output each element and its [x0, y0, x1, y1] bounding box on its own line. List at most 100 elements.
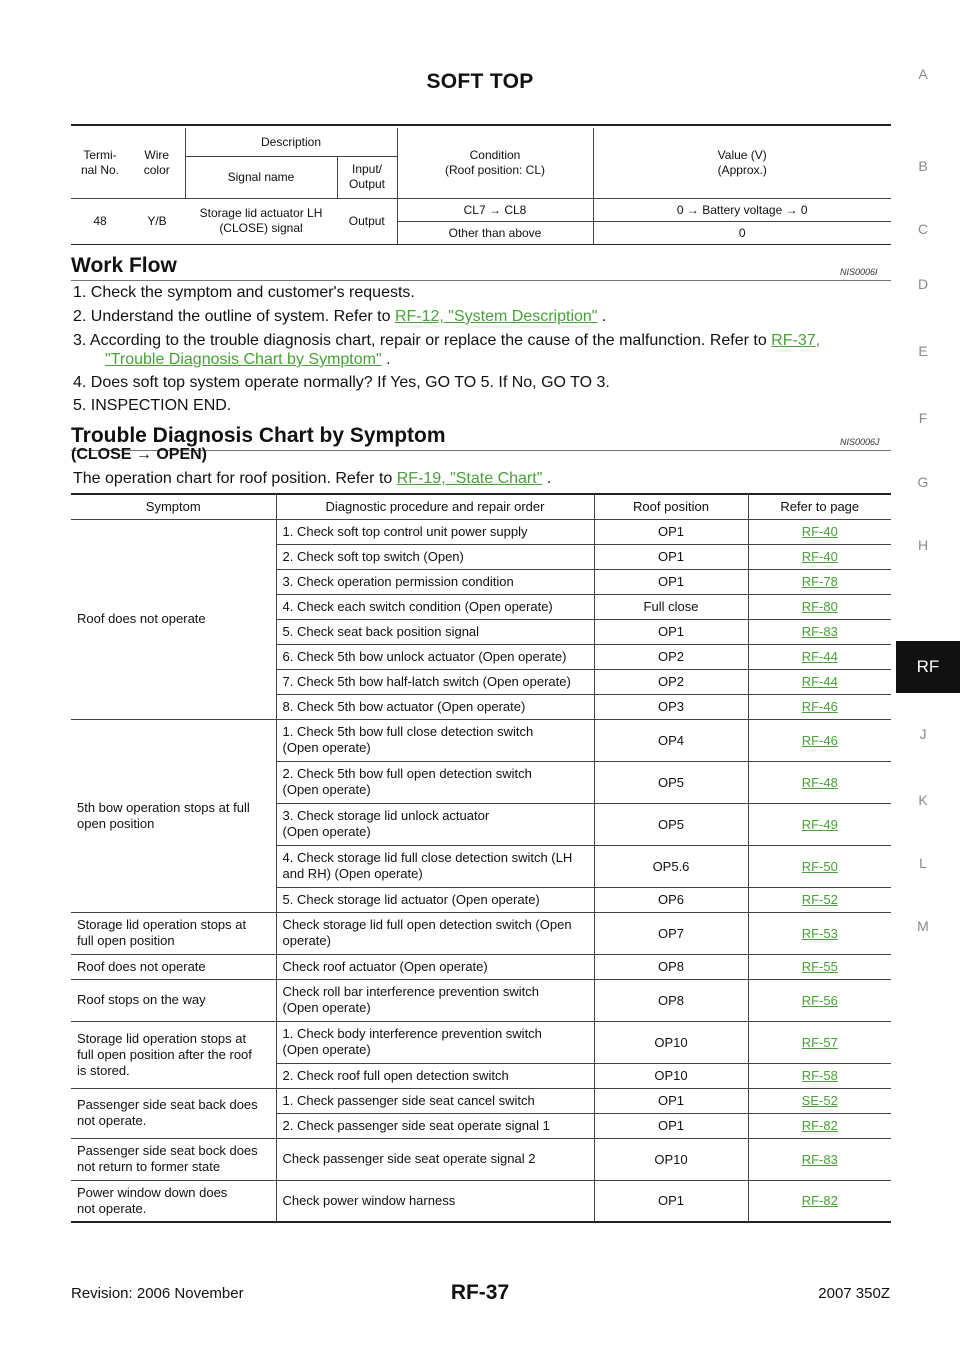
work-flow-step: 3. According to the trouble diagnosis ch… — [73, 331, 903, 369]
roof-position-cell: OP3 — [594, 694, 749, 720]
procedure-cell: Check roll bar interference prevention s… — [276, 979, 595, 1022]
roof-position-cell: OP2 — [594, 644, 749, 670]
procedure-cell: 3. Check operation permission condition — [276, 569, 595, 595]
table-row: 3. Check storage lid unlock actuator (Op… — [71, 803, 891, 846]
roof-position-cell: OP1 — [594, 1113, 749, 1139]
roof-position-cell: OP1 — [594, 544, 749, 570]
value-header: Value (V) (Approx.) — [593, 128, 891, 199]
chart-section-code: NIS0006J — [840, 437, 880, 447]
step-text-end: . — [597, 308, 607, 325]
terminal-table-top-rule — [71, 124, 891, 126]
roof-position-cell: OP4 — [594, 719, 749, 762]
roof-position-cell: OP5 — [594, 761, 749, 804]
symptom-cell: Storage lid operation stops at full open… — [71, 1021, 277, 1089]
refer-page-cell: RF-46 — [748, 719, 891, 762]
refer-page-link[interactable]: RF-50 — [801, 858, 838, 874]
condition-cell: Other than above — [397, 221, 594, 245]
refer-page-link[interactable]: RF-82 — [801, 1118, 838, 1133]
refer-page-link[interactable]: RF-52 — [801, 892, 838, 907]
refer-page-cell: RF-48 — [748, 761, 891, 804]
refer-page-link[interactable]: RF-57 — [801, 1034, 838, 1050]
refer-page-link[interactable]: RF-80 — [801, 599, 838, 614]
refer-page-link[interactable]: RF-46 — [801, 699, 838, 714]
table-row: 2. Check 5th bow full open detection swi… — [71, 761, 891, 804]
side-index-letter-a[interactable]: A — [918, 66, 928, 82]
refer-page-link[interactable]: RF-82 — [801, 1193, 838, 1209]
table-row: Storage lid operation stops at full open… — [71, 912, 891, 955]
refer-page-link[interactable]: RF-56 — [801, 992, 838, 1008]
wire-color: Y/B — [129, 198, 185, 245]
refer-page-link[interactable]: RF-53 — [801, 925, 838, 941]
trouble-diagnosis-chart-link[interactable]: "Trouble Diagnosis Chart by Symptom" — [105, 351, 382, 368]
side-index-letter-c[interactable]: C — [917, 221, 929, 237]
refer-page-link[interactable]: RF-49 — [801, 816, 838, 832]
procedure-cell: 1. Check body interference prevention sw… — [276, 1021, 595, 1064]
step-text: 5. INSPECTION END. — [73, 397, 232, 414]
side-index-letter-g[interactable]: G — [917, 474, 929, 490]
refer-page-cell: RF-80 — [748, 594, 891, 620]
footer-revision: Revision: 2006 November — [71, 1285, 244, 1302]
state-chart-link[interactable]: RF-19, "State Chart" — [396, 470, 543, 487]
refer-page-link[interactable]: RF-58 — [801, 1068, 838, 1083]
procedure-cell: 5. Check storage lid actuator (Open oper… — [276, 887, 595, 913]
signal-name-header: Signal name — [184, 156, 338, 199]
chart-section-subheading: (CLOSE → OPEN) — [71, 446, 208, 463]
refer-page-link[interactable]: RF-83 — [801, 1151, 838, 1167]
side-index-letter-k[interactable]: K — [918, 792, 928, 808]
rf-37-link[interactable]: RF-37, — [771, 332, 821, 349]
symptom-cell: Storage lid operation stops at full open… — [71, 912, 277, 955]
table-row: 2. Check roof full open detection switch… — [71, 1063, 891, 1089]
refer-page-link[interactable]: RF-40 — [801, 549, 838, 564]
refer-page-cell: RF-56 — [748, 979, 891, 1022]
refer-page-cell: RF-46 — [748, 694, 891, 720]
procedure-cell: 2. Check 5th bow full open detection swi… — [276, 761, 595, 804]
procedure-cell: 3. Check storage lid unlock actuator (Op… — [276, 803, 595, 846]
side-index-letter-h[interactable]: H — [917, 537, 929, 553]
roof-position-cell: OP8 — [594, 954, 749, 980]
footer-page-number: RF-37 — [450, 1281, 510, 1304]
side-index-letter-d[interactable]: D — [917, 276, 929, 292]
refer-page-link[interactable]: SE-52 — [801, 1093, 838, 1108]
symptom-table: Symptom Diagnostic procedure and repair … — [71, 495, 891, 1223]
table-row: Passenger side seat back does not operat… — [71, 1088, 891, 1139]
table-row: 8. Check 5th bow actuator (Open operate)… — [71, 694, 891, 720]
refer-page-link[interactable]: RF-83 — [801, 624, 838, 639]
refer-page-link[interactable]: RF-40 — [801, 524, 838, 539]
roof-position-cell: OP1 — [594, 519, 749, 545]
procedure-cell: 1. Check soft top control unit power sup… — [276, 519, 595, 545]
side-index-letter-l[interactable]: L — [919, 855, 927, 871]
terminal-header: Termi- nal No. — [71, 128, 129, 199]
chart-section-rule — [71, 450, 891, 451]
refer-page-link[interactable]: RF-55 — [801, 959, 838, 974]
refer-page-cell: RF-49 — [748, 803, 891, 846]
work-flow-rule — [71, 280, 891, 281]
step-text: 4. Does soft top system operate normally… — [73, 374, 610, 391]
side-index-letter-e[interactable]: E — [918, 343, 928, 359]
side-index-letter-j[interactable]: J — [919, 726, 927, 742]
table-row: Storage lid operation stops at full open… — [71, 1021, 891, 1089]
refer-page-link[interactable]: RF-44 — [801, 649, 838, 664]
refer-page-cell: RF-83 — [748, 619, 891, 645]
refer-page-cell: RF-55 — [748, 954, 891, 980]
side-index-letter-f[interactable]: F — [918, 410, 928, 426]
refer-page-link[interactable]: RF-78 — [801, 574, 838, 589]
symptom-cell: Power window down does not operate. — [71, 1180, 277, 1223]
refer-page-link[interactable]: RF-46 — [801, 732, 838, 748]
table-header-row: Symptom Diagnostic procedure and repair … — [71, 495, 891, 520]
roof-position-cell: OP2 — [594, 669, 749, 695]
refer-page-link[interactable]: RF-44 — [801, 674, 838, 689]
step-text-end: . — [381, 351, 391, 368]
side-index-active-tab[interactable]: RF — [896, 641, 960, 693]
procedure-cell: 2. Check passenger side seat operate sig… — [276, 1113, 595, 1139]
work-flow-step: 2. Understand the outline of system. Ref… — [73, 308, 606, 326]
description-header: Description — [184, 128, 398, 157]
side-index-letter-m[interactable]: M — [917, 918, 929, 934]
work-flow-step: 4. Does soft top system operate normally… — [73, 374, 610, 392]
system-description-link[interactable]: RF-12, "System Description" — [394, 308, 598, 325]
signal-name: Storage lid actuator LH (CLOSE) signal — [185, 198, 337, 245]
side-index-letter-b[interactable]: B — [918, 158, 928, 174]
refer-page-link[interactable]: RF-48 — [801, 774, 838, 790]
procedure-cell: 1. Check passenger side seat cancel swit… — [276, 1088, 595, 1114]
